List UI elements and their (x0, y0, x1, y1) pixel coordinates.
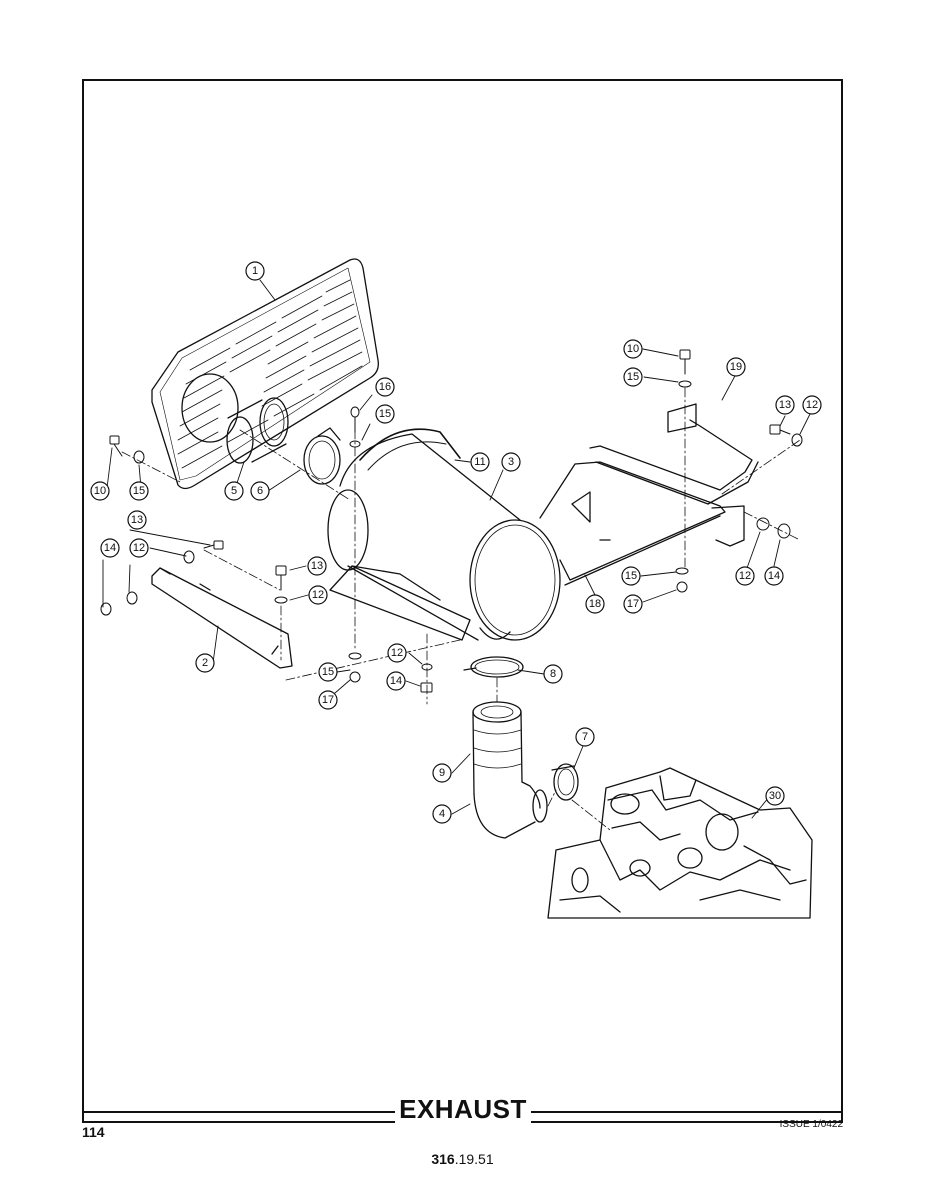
callout-17-right: 17 (623, 594, 643, 614)
engine-assembly (547, 767, 813, 919)
issue-label: ISSUE 1/0422 (779, 1119, 843, 1130)
callout-13-right: 13 (775, 395, 795, 415)
callout-15-right: 15 (621, 566, 641, 586)
svg-text:14: 14 (390, 675, 402, 687)
svg-text:4: 4 (439, 808, 445, 820)
callout-5: 5 (224, 481, 244, 501)
svg-text:30: 30 (769, 790, 781, 802)
svg-text:5: 5 (231, 485, 237, 497)
callout-13-left: 13 (127, 510, 147, 530)
callout-6: 6 (250, 481, 270, 501)
svg-text:12: 12 (806, 399, 818, 411)
svg-text:16: 16 (379, 381, 391, 393)
callout-18: 18 (585, 594, 605, 614)
callout-9: 9 (432, 763, 452, 783)
svg-text:12: 12 (739, 570, 751, 582)
callout-11: 11 (470, 452, 490, 472)
svg-text:7: 7 (582, 731, 588, 743)
svg-text:18: 18 (589, 598, 601, 610)
leader-lines (102, 279, 811, 819)
callout-14-lower: 14 (386, 671, 406, 691)
assembly-lines (121, 387, 801, 831)
svg-text:10: 10 (94, 485, 106, 497)
document-number-prefix: 316 (431, 1151, 455, 1167)
callout-7: 7 (575, 727, 595, 747)
callout-15-upper: 15 (375, 404, 395, 424)
support-bracket (589, 403, 759, 547)
callout-2: 2 (195, 653, 215, 673)
left-bracket (151, 567, 293, 669)
svg-text:8: 8 (550, 668, 556, 680)
callout-12-lower: 12 (387, 643, 407, 663)
svg-text:9: 9 (439, 767, 445, 779)
callout-19: 19 (726, 357, 746, 377)
svg-text:1: 1 (252, 265, 258, 277)
fasteners (100, 349, 803, 693)
callout-10-upper: 10 (623, 339, 643, 359)
svg-text:12: 12 (312, 589, 324, 601)
svg-text:17: 17 (627, 598, 639, 610)
callout-8: 8 (543, 664, 563, 684)
tailpipe (226, 397, 289, 464)
callout-13-center: 13 (307, 556, 327, 576)
callout-30: 30 (765, 786, 785, 806)
svg-text:3: 3 (508, 456, 514, 468)
callout-14-right: 14 (764, 566, 784, 586)
tailpipe-clamp (303, 427, 341, 485)
svg-text:15: 15 (322, 666, 334, 678)
svg-text:12: 12 (133, 542, 145, 554)
svg-text:6: 6 (257, 485, 263, 497)
silencer-body (327, 428, 561, 641)
mounting-frame (329, 461, 726, 641)
callout-3: 3 (501, 452, 521, 472)
callout-1: 1 (245, 261, 265, 281)
callout-12-left: 12 (129, 538, 149, 558)
svg-text:19: 19 (730, 361, 742, 373)
callout-17-left: 17 (318, 690, 338, 710)
svg-text:12: 12 (391, 647, 403, 659)
callout-16: 16 (375, 377, 395, 397)
svg-text:14: 14 (768, 570, 780, 582)
svg-text:15: 15 (625, 570, 637, 582)
svg-text:17: 17 (322, 694, 334, 706)
document-number-suffix: .19.51 (454, 1151, 494, 1167)
callout-15-left: 15 (129, 481, 149, 501)
inlet-clamp (463, 656, 524, 678)
callout-12-right: 12 (735, 566, 755, 586)
title-rule-right (528, 1111, 843, 1113)
document-number: 316.19.51 (0, 1151, 925, 1167)
elbow-clamp (551, 763, 579, 801)
svg-text:15: 15 (379, 408, 391, 420)
page-title: EXHAUST (395, 1094, 531, 1125)
callout-14-left: 14 (100, 538, 120, 558)
svg-text:15: 15 (627, 371, 639, 383)
svg-text:13: 13 (131, 514, 143, 526)
svg-text:13: 13 (779, 399, 791, 411)
svg-text:15: 15 (133, 485, 145, 497)
callout-15-upper-right: 15 (623, 367, 643, 387)
callout-12-center: 12 (308, 585, 328, 605)
callout-4: 4 (432, 804, 452, 824)
title-rule-left (82, 1111, 398, 1113)
callout-15-lower: 15 (318, 662, 338, 682)
svg-text:2: 2 (202, 657, 208, 669)
svg-text:13: 13 (311, 560, 323, 572)
callout-12-upper-right: 12 (802, 395, 822, 415)
flex-pipe-and-elbow (472, 701, 548, 839)
silencer-guard-plate (151, 258, 379, 490)
page-number: 114 (82, 1124, 105, 1140)
svg-text:11: 11 (474, 456, 485, 468)
svg-text:10: 10 (627, 343, 639, 355)
callout-10-left: 10 (90, 481, 110, 501)
svg-text:14: 14 (104, 542, 116, 554)
